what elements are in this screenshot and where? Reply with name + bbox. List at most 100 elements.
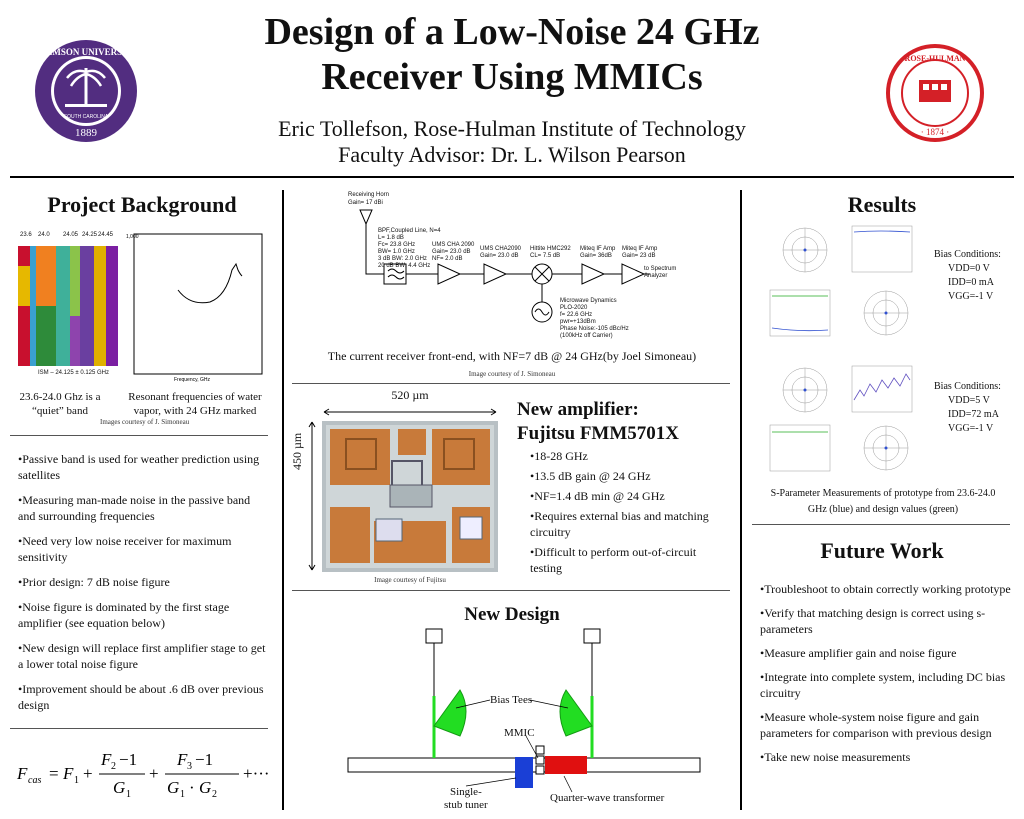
svg-text:· 1874 ·: · 1874 · <box>921 127 950 137</box>
bias-title: Bias Conditions: <box>934 249 1001 260</box>
stub-tuner-label: Single- stub tuner <box>444 786 488 811</box>
amplifier-heading: New amplifier: Fujitsu FMM5701X <box>517 399 680 444</box>
svg-text:SOUTH CAROLINA: SOUTH CAROLINA <box>64 114 109 120</box>
list-item: •Prior design: 7 dB noise figure <box>18 575 170 589</box>
author-block: Eric Tollefson, Rose-Hulman Institute of… <box>150 116 874 168</box>
bias-conditions-1: Bias Conditions: VDD=0 V IDD=0 mA VGG=-1… <box>934 249 1001 302</box>
list-item: •18-28 GHz <box>530 449 588 463</box>
svg-text:+: + <box>83 764 93 783</box>
results-caption: S-Parameter Measurements of prototype fr… <box>770 488 996 515</box>
die-height-arrow <box>308 420 316 572</box>
svg-text:1: 1 <box>74 775 79 786</box>
list-item: •Need very low noise receiver for maximu… <box>18 534 232 564</box>
results-title: Results <box>847 192 917 217</box>
bias-title: Bias Conditions: <box>934 381 1001 392</box>
title-line-2: Receiver Using MMICs <box>321 56 703 98</box>
svg-text:Frequency, GHz: Frequency, GHz <box>174 377 211 383</box>
bias-conditions-2: Bias Conditions: VDD=5 V IDD=72 mA VGG=-… <box>934 381 1001 434</box>
background-credit: Images courtesy of J. Simoneau <box>100 418 190 426</box>
list-item: •Take new noise measurements <box>760 750 911 764</box>
svg-text:2: 2 <box>111 761 116 772</box>
band-chart-footer: ISM – 24.125 ± 0.125 GHz <box>38 370 109 376</box>
svg-text:G: G <box>113 778 125 797</box>
if-amp2-specs: Miteq IF Amp Gain= 23 dB <box>622 246 658 259</box>
svg-text:F: F <box>100 750 112 769</box>
mmic-label: MMIC <box>504 727 535 739</box>
svg-text:F: F <box>16 764 28 783</box>
svg-text:cas: cas <box>28 775 41 786</box>
svg-text:G: G <box>167 778 179 797</box>
list-item: •13.5 dB gain @ 24 GHz <box>530 469 651 483</box>
svg-text:·: · <box>189 778 195 797</box>
lo-specs: Microwave Dynamics PLO-2020 f= 22.6 GHz … <box>560 298 629 339</box>
frontend-caption: The current receiver front-end, with NF=… <box>327 349 697 363</box>
list-item: •Improvement should be about .6 dB over … <box>18 682 264 712</box>
band-label-5: 24.45 <box>98 232 114 238</box>
list-item: •Noise figure is dominated by the first … <box>18 600 230 630</box>
svg-text:1889: 1889 <box>75 127 98 139</box>
amp2-specs: UMS CHA2090 Gain= 23.0 dB <box>480 246 522 259</box>
water-caption: Resonant frequencies of water vapor, wit… <box>128 391 262 417</box>
svg-text:G: G <box>199 778 211 797</box>
s-parameter-plots <box>760 220 930 478</box>
new-design-layout <box>340 626 730 811</box>
amplifier-die-photo <box>322 421 498 572</box>
svg-text:F: F <box>62 764 74 783</box>
svg-text:−1: −1 <box>195 750 213 769</box>
list-item: •Measuring man-made noise in the passive… <box>18 493 251 523</box>
amplifier-divider <box>292 590 730 591</box>
svg-text:F: F <box>176 750 188 769</box>
new-design-title: New Design <box>464 604 560 625</box>
equation-divider <box>10 728 268 729</box>
poster-title: Design of a Low-Noise 24 GHz Receiver Us… <box>150 10 874 100</box>
receiver-block-diagram: Receiving Horn Gain= 17 dBi BPF,Coupled … <box>292 190 732 345</box>
list-item: •Measure amplifier gain and noise figure <box>760 646 957 660</box>
background-bullets: •Passive band is used for weather predic… <box>18 451 266 722</box>
frontend-credit: Image courtesy of J. Simoneau <box>468 370 556 378</box>
amplifier-bullets: •18-28 GHz •13.5 dB gain @ 24 GHz •NF=1.… <box>530 448 730 576</box>
band-label-4: 24.25 <box>82 232 98 238</box>
svg-text:CLEMSON UNIVERSITY: CLEMSON UNIVERSITY <box>34 47 139 57</box>
analyzer-label: to Spectrum Analyzer <box>644 266 677 279</box>
header-divider <box>10 176 1014 178</box>
band-label-1: 23.6 <box>20 232 32 238</box>
results-divider <box>752 524 1010 525</box>
qwt-label: Quarter-wave transformer <box>550 792 665 804</box>
die-width-arrow <box>322 403 498 416</box>
list-item: •New design will replace first amplifier… <box>18 641 266 671</box>
list-item: •Verify that matching design is correct … <box>760 606 986 636</box>
die-height-label: 450 µm <box>290 432 304 470</box>
list-item: •Troubleshoot to obtain correctly workin… <box>760 582 1011 596</box>
die-credit: Image courtesy of Fujitsu <box>374 576 446 584</box>
list-item: •Measure whole-system noise figure and g… <box>760 710 992 740</box>
band-label-3: 24.05 <box>63 232 79 238</box>
svg-text:ROSE-HULMAN: ROSE-HULMAN <box>905 54 966 63</box>
svg-text:2: 2 <box>212 789 217 800</box>
svg-text:=: = <box>49 764 59 783</box>
svg-text:1: 1 <box>126 789 131 800</box>
background-divider <box>10 435 268 436</box>
band-caption: 23.6-24.0 Ghz is a “quiet” band <box>19 391 101 417</box>
list-item: •Integrate into complete system, includi… <box>760 670 1006 700</box>
svg-text:+···: +··· <box>243 764 270 783</box>
future-work-title: Future Work <box>820 538 944 563</box>
amp1-specs: UMS CHA 2090 Gain= 23.0 dB NF= 2.0 dB <box>432 242 475 262</box>
svg-text:−1: −1 <box>119 750 137 769</box>
svg-text:3: 3 <box>187 761 192 772</box>
horn-gain: Gain= 17 dBi <box>348 200 383 206</box>
frequency-band-chart: 23.6 24.0 24.05 24.25 24.45 ISM – 24.125… <box>18 232 118 382</box>
water-vapor-plot: 1,000 Frequency, GHz <box>120 230 270 385</box>
die-width-label: 520 µm <box>391 388 429 402</box>
bpf-specs: BPF,Coupled Line, N=4 L= 1.8 dB Fc= 23.8… <box>378 228 441 269</box>
column-divider-left <box>282 190 284 810</box>
title-line-1: Design of a Low-Noise 24 GHz <box>264 11 760 53</box>
bias-tees-label: Bias Tees <box>490 694 533 706</box>
list-item: •Difficult to perform out-of-circuit tes… <box>530 545 697 575</box>
clemson-logo: CLEMSON UNIVERSITY SOUTH CAROLINA 1889 <box>33 38 139 144</box>
author-line: Eric Tollefson, Rose-Hulman Institute of… <box>278 116 746 141</box>
column-divider-right <box>740 190 742 810</box>
if-amp1-specs: Miteq IF Amp Gain= 36dB <box>580 246 616 259</box>
rose-hulman-logo: ROSE-HULMAN · 1874 · <box>886 44 984 142</box>
background-title: Project Background <box>47 192 237 217</box>
